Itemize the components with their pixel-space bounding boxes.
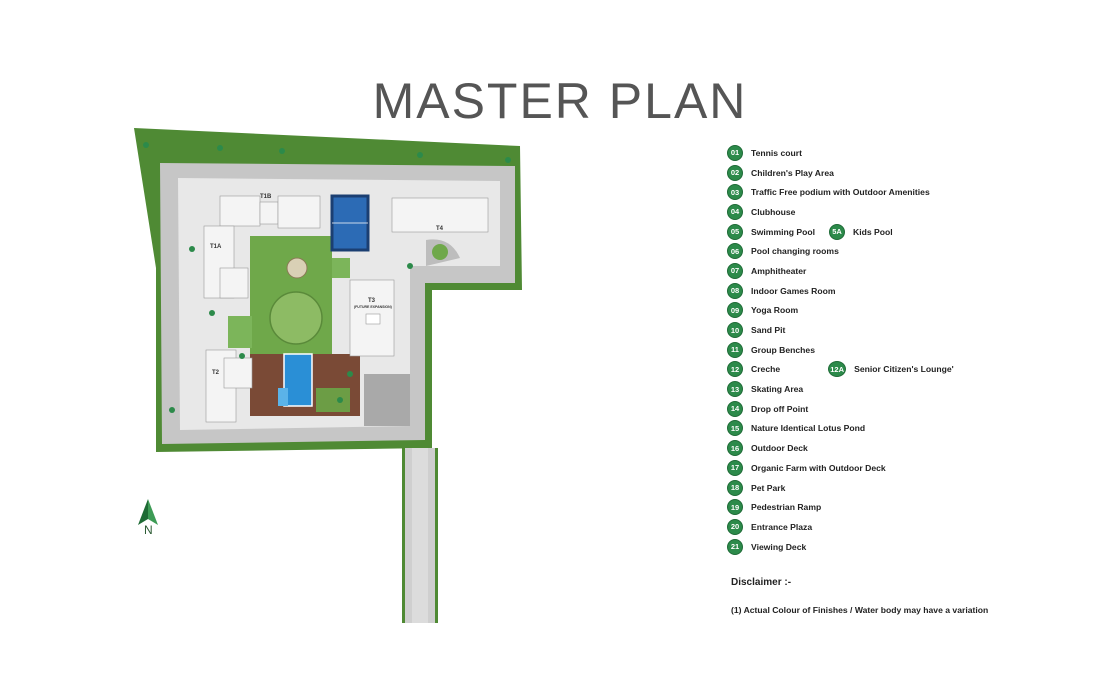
legend-label: Viewing Deck: [751, 541, 807, 552]
legend-badge: 21: [727, 538, 743, 555]
label-t1a: T1A: [210, 244, 222, 250]
legend-item-16: 16 Outdoor Deck: [727, 438, 1107, 458]
swimming-pool: [283, 353, 313, 407]
legend-label: Sand Pit: [751, 325, 786, 336]
disclaimer-text: (1) Actual Colour of Finishes / Water bo…: [731, 605, 989, 615]
legend-badge: 04: [727, 203, 743, 220]
amenities-legend: 01 Tennis court 02 Children's Play Area …: [727, 143, 1107, 556]
north-label: N: [144, 523, 153, 537]
legend-badge: 16: [727, 440, 743, 457]
legend-badge: 20: [727, 518, 743, 535]
tower-t3: T3 (FUTURE EXPANSION): [349, 279, 395, 357]
north-arrow-icon: [138, 499, 158, 525]
tower-t4: T4: [391, 197, 489, 233]
legend-badge: 05: [727, 223, 743, 240]
legend-item-06: 06 Pool changing rooms: [727, 241, 1107, 261]
legend-label: Skating Area: [751, 384, 804, 395]
amphitheater: [269, 291, 323, 345]
legend-badge: 07: [727, 262, 743, 279]
legend-badge: 10: [727, 322, 743, 339]
legend-item-10: 10 Sand Pit: [727, 320, 1107, 340]
legend-badge: 01: [727, 144, 743, 161]
legend-item-14: 14 Drop off Point: [727, 399, 1107, 419]
legend-item-07: 07 Amphitheater: [727, 261, 1107, 281]
legend-item-19: 19 Pedestrian Ramp: [727, 497, 1107, 517]
label-t3: T3: [368, 298, 376, 304]
legend-item-11: 11 Group Benches: [727, 340, 1107, 360]
legend-label: Nature Identical Lotus Pond: [751, 423, 866, 434]
legend-badge: 14: [727, 400, 743, 417]
legend-badge: 06: [727, 243, 743, 260]
legend-item-15: 15 Nature Identical Lotus Pond: [727, 419, 1107, 439]
label-t2: T2: [212, 370, 220, 376]
tower-t1b: T1B: [219, 194, 321, 229]
legend-badge: 13: [727, 381, 743, 398]
legend-badge: 12A: [828, 361, 847, 378]
legend-label: Children's Play Area: [751, 167, 834, 178]
legend-label: Pedestrian Ramp: [751, 502, 822, 513]
legend-item-05: 05 Swimming Pool 5A Kids Pool: [727, 222, 1107, 242]
amenity-markers: [143, 142, 511, 413]
legend-label: Kids Pool: [852, 226, 893, 237]
legend-badge: 08: [727, 282, 743, 299]
legend-item-21: 21 Viewing Deck: [727, 537, 1107, 557]
legend-label: Swimming Pool: [751, 226, 815, 237]
legend-item-02: 02 Children's Play Area: [727, 163, 1107, 183]
legend-item-17: 17 Organic Farm with Outdoor Deck: [727, 458, 1107, 478]
legend-label: Pool changing rooms: [751, 246, 839, 257]
legend-item-18: 18 Pet Park: [727, 478, 1107, 498]
legend-badge: 15: [727, 420, 743, 437]
legend-label: Indoor Games Room: [751, 285, 836, 296]
legend-badge: 17: [727, 459, 743, 476]
legend-extra-5a: 5A Kids Pool: [828, 223, 893, 240]
legend-badge: 03: [727, 184, 743, 201]
legend-item-20: 20 Entrance Plaza: [727, 517, 1107, 537]
legend-label: Clubhouse: [751, 206, 796, 217]
legend-label: Group Benches: [751, 344, 815, 355]
legend-label: Entrance Plaza: [751, 521, 813, 532]
legend-badge: 12: [727, 361, 743, 378]
legend-badge: 19: [727, 499, 743, 516]
legend-label: Creche: [751, 364, 781, 375]
label-t4: T4: [436, 226, 444, 232]
disclaimer-title: Disclaimer :-: [731, 577, 792, 588]
legend-label: Amphitheater: [751, 265, 807, 276]
tower-t2: T2: [205, 349, 253, 423]
legend-badge: 02: [727, 164, 743, 181]
legend-item-12: 12 Creche 12A Senior Citizen's Lounge': [727, 360, 1107, 380]
legend-item-08: 08 Indoor Games Room: [727, 281, 1107, 301]
legend-badge: 5A: [828, 223, 845, 240]
legend-label: Traffic Free podium with Outdoor Ameniti…: [751, 187, 930, 198]
legend-item-09: 09 Yoga Room: [727, 301, 1107, 321]
legend-item-13: 13 Skating Area: [727, 379, 1107, 399]
legend-badge: 11: [727, 341, 743, 358]
legend-badge: 09: [727, 302, 743, 319]
legend-item-03: 03 Traffic Free podium with Outdoor Amen…: [727, 182, 1107, 202]
legend-badge: 18: [727, 479, 743, 496]
page-title: MASTER PLAN: [372, 73, 748, 129]
legend-item-01: 01 Tennis court: [727, 143, 1107, 163]
label-t3-sub: (FUTURE EXPANSION): [354, 305, 392, 309]
legend-label: Pet Park: [751, 482, 786, 493]
legend-label: Tennis court: [751, 147, 802, 158]
label-t1b: T1B: [260, 194, 272, 200]
legend-label: Organic Farm with Outdoor Deck: [751, 462, 886, 473]
legend-label: Yoga Room: [751, 305, 799, 316]
legend-label: Drop off Point: [751, 403, 809, 414]
tower-t1a: T1A: [203, 225, 249, 299]
organic-farm: [316, 388, 350, 412]
legend-label: Outdoor Deck: [751, 443, 808, 454]
legend-extra-12a: 12A Senior Citizen's Lounge': [828, 361, 954, 378]
legend-label: Senior Citizen's Lounge': [854, 364, 954, 375]
entrance-plaza: [364, 374, 410, 426]
legend-item-04: 04 Clubhouse: [727, 202, 1107, 222]
site-master-plan-map: T1B T1A T2 T3 (FUTURE EXPANSION) T4: [134, 128, 522, 623]
